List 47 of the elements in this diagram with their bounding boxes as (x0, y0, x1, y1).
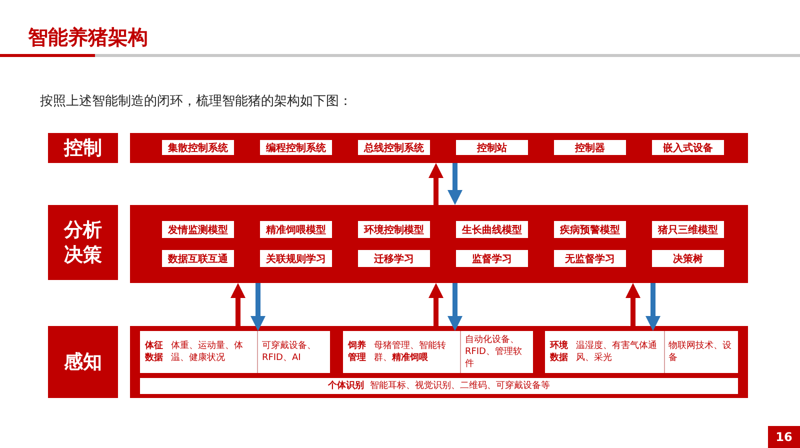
module-box: 控制站 (456, 140, 528, 155)
intro-text: 按照上述智能制造的闭环，梳理智能猪的架构如下图： (40, 93, 352, 110)
group-heading: 体征数据 (145, 340, 164, 364)
arrow (448, 283, 462, 331)
module-box: 控制器 (554, 140, 626, 155)
module-box: 嵌入式设备 (652, 140, 724, 155)
group-heading: 饲养管理 (348, 340, 367, 364)
module-box: 编程控制系统 (260, 140, 332, 155)
module-box: 关联规则学习 (260, 250, 332, 267)
arrow (448, 163, 462, 205)
module-box: 总线控制系统 (358, 140, 430, 155)
layer-label: 控制 (48, 133, 118, 163)
group-text: 智能耳标、视觉识别、二维码、可穿戴设备等 (370, 380, 550, 392)
group-text: 母猪管理、智能转群、精准饲喂 (374, 340, 447, 364)
group-text: 可穿戴设备、RFID、AI (256, 331, 325, 373)
module-box: 猪只三维模型 (652, 221, 724, 238)
layer-label: 感知 (48, 326, 118, 398)
layer-band (130, 133, 748, 163)
group-heading: 个体识别 (328, 380, 364, 392)
layer-label: 分析决策 (48, 205, 118, 280)
sensor-group-box (140, 331, 330, 373)
module-box: 疾病预警模型 (554, 221, 626, 238)
group-text: 温湿度、有害气体通风、采光 (576, 340, 658, 364)
group-text: 物联网技术、设备 (664, 331, 733, 373)
module-box: 监督学习 (456, 250, 528, 267)
group-text: 体重、运动量、体温、健康状况 (171, 340, 244, 364)
group-text: 自动化设备、RFID、管理软件 (460, 331, 528, 373)
group-heading: 环境数据 (550, 340, 569, 364)
sensor-group-box (140, 378, 738, 394)
sensor-group-box (343, 331, 533, 373)
module-box: 无监督学习 (554, 250, 626, 267)
module-box: 数据互联互通 (162, 250, 234, 267)
module-box: 精准饲喂模型 (260, 221, 332, 238)
module-box: 决策树 (652, 250, 724, 267)
page-number: 16 (768, 426, 800, 448)
slide-title: 智能养猪架构 (28, 24, 148, 51)
module-box: 迁移学习 (358, 250, 430, 267)
module-box: 发情监测模型 (162, 221, 234, 238)
arrow (428, 163, 444, 205)
module-box: 生长曲线模型 (456, 221, 528, 238)
layer-band (130, 326, 748, 398)
module-box: 集散控制系统 (162, 140, 234, 155)
arrow (646, 283, 660, 331)
sensor-group-box (545, 331, 738, 373)
arrow (250, 283, 266, 331)
layer-band (130, 205, 748, 283)
module-box: 环境控制模型 (358, 221, 430, 238)
